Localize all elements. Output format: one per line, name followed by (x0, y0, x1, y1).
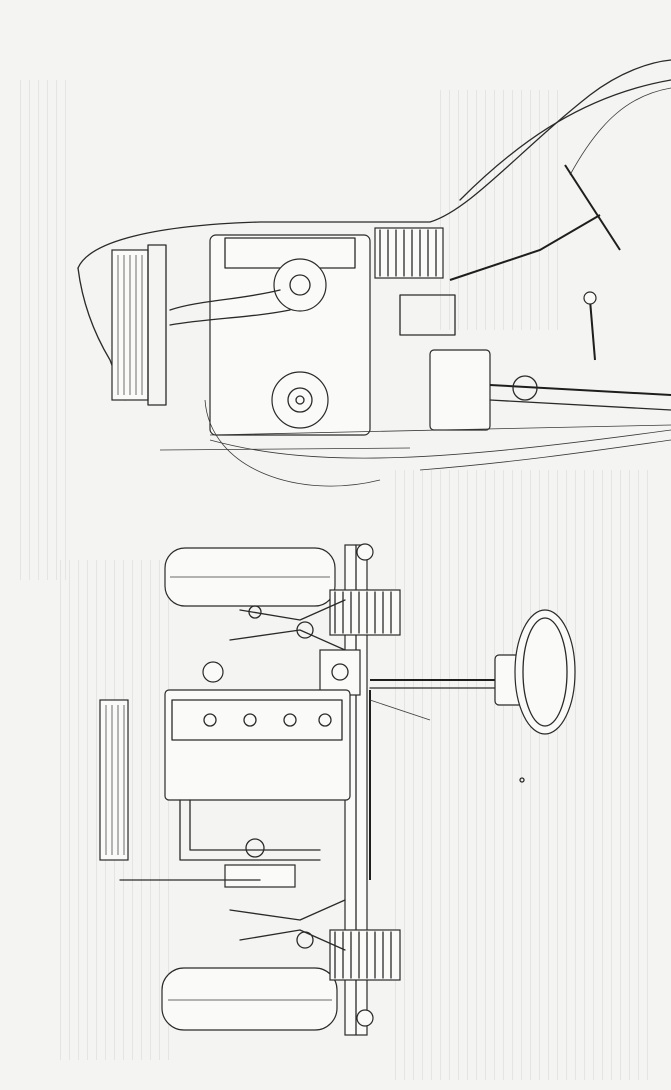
engine-block (209, 234, 371, 436)
upper-wishbone-right (239, 599, 346, 621)
steering-wheel-side (564, 164, 621, 251)
gear-lever (589, 299, 596, 361)
bleed-through-text-left (20, 80, 70, 580)
fan-pulley (273, 258, 327, 312)
side-view-drawing (77, 59, 671, 487)
engine-plan (164, 689, 351, 801)
steering-box (319, 649, 361, 696)
front-coil-spring-right (329, 589, 401, 636)
propeller-shaft (489, 384, 671, 396)
front-nose (77, 267, 126, 401)
chassis-rail (209, 424, 671, 436)
wheel-left (161, 967, 338, 1031)
radiator-plan (99, 699, 129, 861)
front-wheel-arc (204, 399, 381, 487)
windshield (569, 87, 671, 176)
gearbox (429, 349, 491, 431)
wheel-hub-front (271, 371, 329, 429)
roof-line (459, 79, 671, 201)
bleed-through-text-center (395, 470, 655, 1080)
front-coil-spring-side (374, 227, 444, 279)
distributor (202, 661, 224, 683)
front-coil-spring-left (329, 929, 401, 981)
upper-wishbone-left (239, 929, 346, 951)
bleed-through-text-right (440, 90, 560, 330)
body-lower-line (209, 429, 671, 459)
body-outline (77, 59, 671, 269)
steering-column-side (449, 214, 601, 281)
steering-wheel-plan (514, 609, 576, 735)
